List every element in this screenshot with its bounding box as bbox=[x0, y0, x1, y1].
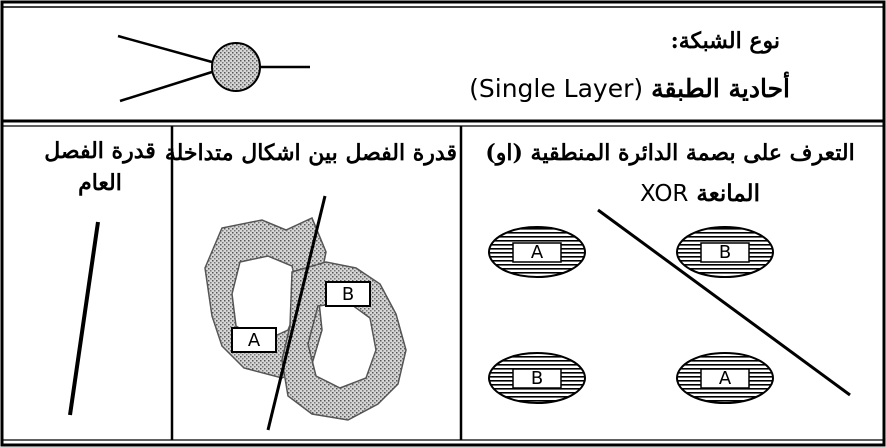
general-separation-title-line1: قدرة الفصل bbox=[44, 138, 156, 164]
overlap-label-b: B bbox=[341, 284, 355, 305]
overlap-label-a: A bbox=[247, 330, 261, 351]
overlap-label-box-b bbox=[325, 281, 371, 307]
xor-label-bottom-right: A bbox=[718, 368, 732, 389]
xor-ellipse-top-right bbox=[676, 226, 774, 278]
overlap-separation-title: قدرة الفصل بين اشكال متداخلة bbox=[164, 140, 457, 166]
neuron-icon bbox=[117, 34, 310, 103]
xor-subtitle: المانعة XOR bbox=[590, 180, 810, 207]
xor-label-bottom-left: B bbox=[530, 368, 544, 389]
layer-type-english: (Single Layer) bbox=[469, 74, 644, 103]
layer-type-arabic: أحادية الطبقة bbox=[651, 74, 790, 103]
xor-separator-line bbox=[597, 208, 851, 397]
overlap-separator-line bbox=[266, 195, 327, 431]
xor-label-top-left: A bbox=[530, 242, 544, 263]
xor-recognition-title: التعرف على بصمة الدائرة المنطقية (او) bbox=[485, 140, 855, 166]
network-type-label: نوع الشبكة: bbox=[670, 28, 780, 54]
xor-subtitle-arabic: المانعة bbox=[696, 180, 760, 207]
layer-type-label: أحادية الطبقة (Single Layer) bbox=[430, 74, 790, 103]
xor-ellipse-top-left bbox=[488, 226, 586, 278]
overlap-label-box-a bbox=[231, 327, 277, 353]
general-separator-line bbox=[68, 221, 100, 416]
xor-label-top-right: B bbox=[718, 242, 732, 263]
xor-ellipse-bottom-left bbox=[488, 352, 586, 404]
xor-ellipse-bottom-right bbox=[676, 352, 774, 404]
general-separation-title-line2: العام bbox=[78, 170, 122, 196]
xor-subtitle-english: XOR bbox=[640, 181, 689, 207]
